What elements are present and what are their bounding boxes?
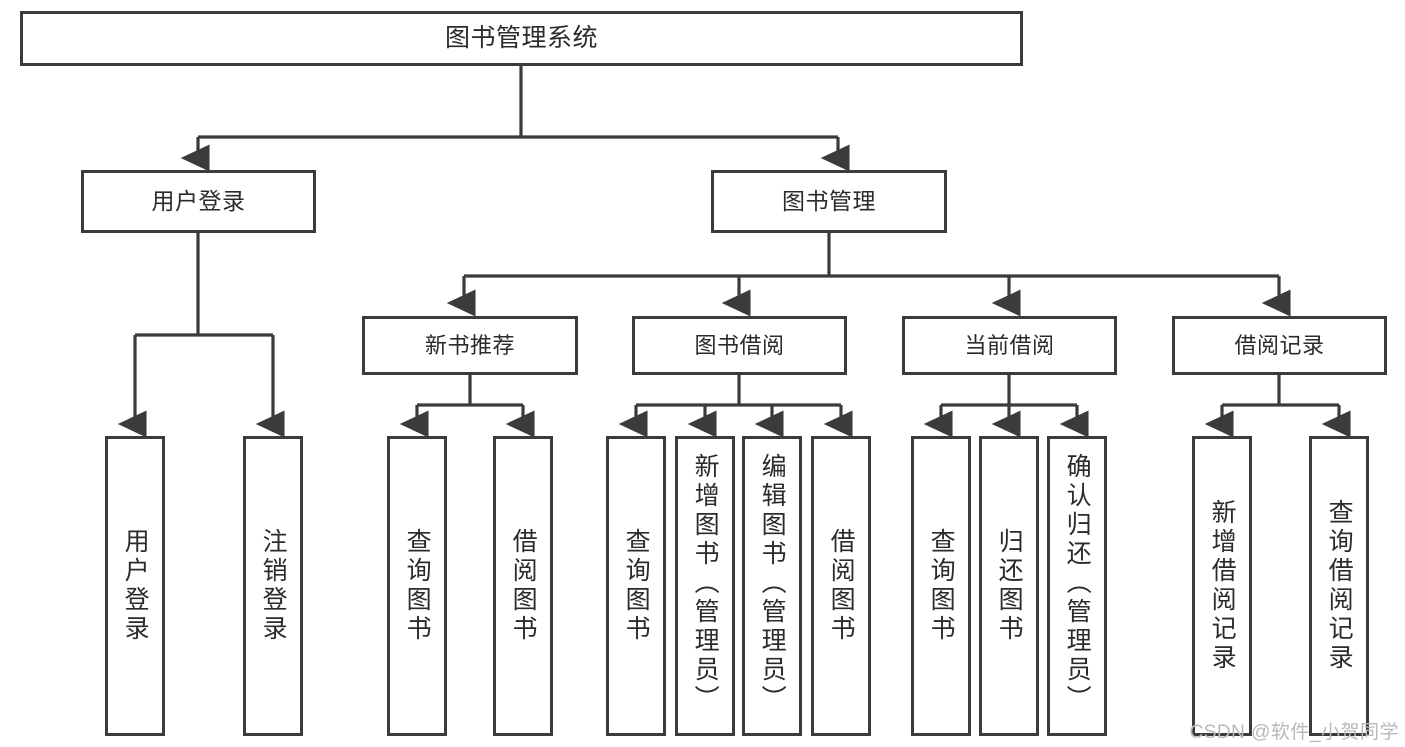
node-book-management[interactable]: 图书管理 [711, 170, 947, 233]
node-label: 借阅图书 [827, 528, 856, 644]
node-label: 归还图书 [995, 528, 1024, 644]
leaf-borrow-book[interactable]: 借阅图书 [811, 436, 871, 736]
leaf-query-borrow-record[interactable]: 查询借阅记录 [1309, 436, 1369, 736]
node-label: 查询图书 [403, 528, 432, 644]
node-label: 图书借阅 [694, 332, 785, 358]
node-label: 注销登录 [259, 528, 288, 644]
leaf-logout[interactable]: 注销登录 [243, 436, 303, 736]
node-book-borrow[interactable]: 图书借阅 [632, 316, 847, 375]
node-label: 借阅记录 [1234, 332, 1325, 358]
node-label: 用户登录 [121, 528, 150, 644]
node-root-system[interactable]: 图书管理系统 [20, 11, 1023, 66]
leaf-confirm-return-admin[interactable]: 确认归还（管理员） [1047, 436, 1107, 736]
leaf-add-book-admin[interactable]: 新增图书（管理员） [675, 436, 735, 736]
node-label: 查询借阅记录 [1325, 499, 1354, 673]
node-label: 用户登录 [151, 188, 246, 215]
node-label: 新书推荐 [424, 332, 515, 358]
watermark: CSDN @软件_小贺同学 [1189, 722, 1399, 743]
leaf-query-book-current[interactable]: 查询图书 [911, 436, 971, 736]
leaf-query-book-new[interactable]: 查询图书 [387, 436, 447, 736]
node-user-login[interactable]: 用户登录 [81, 170, 316, 233]
leaf-borrow-book-new[interactable]: 借阅图书 [493, 436, 553, 736]
leaf-edit-book-admin[interactable]: 编辑图书（管理员） [742, 436, 802, 736]
node-borrow-record[interactable]: 借阅记录 [1172, 316, 1387, 375]
node-label: 确认归还（管理员） [1063, 453, 1092, 714]
node-label: 当前借阅 [964, 332, 1055, 358]
node-label: 图书管理系统 [444, 23, 598, 52]
node-new-book-recommend[interactable]: 新书推荐 [362, 316, 578, 375]
leaf-add-borrow-record[interactable]: 新增借阅记录 [1192, 436, 1252, 736]
node-label: 查询图书 [927, 528, 956, 644]
node-label: 编辑图书（管理员） [758, 453, 787, 714]
leaf-user-login[interactable]: 用户登录 [105, 436, 165, 736]
node-label: 图书管理 [782, 188, 876, 215]
node-label: 借阅图书 [509, 528, 538, 644]
leaf-return-book[interactable]: 归还图书 [979, 436, 1039, 736]
node-label: 查询图书 [622, 528, 651, 644]
leaf-query-book-borrow[interactable]: 查询图书 [606, 436, 666, 736]
node-label: 新增借阅记录 [1208, 499, 1237, 673]
node-current-borrow[interactable]: 当前借阅 [902, 316, 1117, 375]
node-label: 新增图书（管理员） [691, 453, 720, 714]
